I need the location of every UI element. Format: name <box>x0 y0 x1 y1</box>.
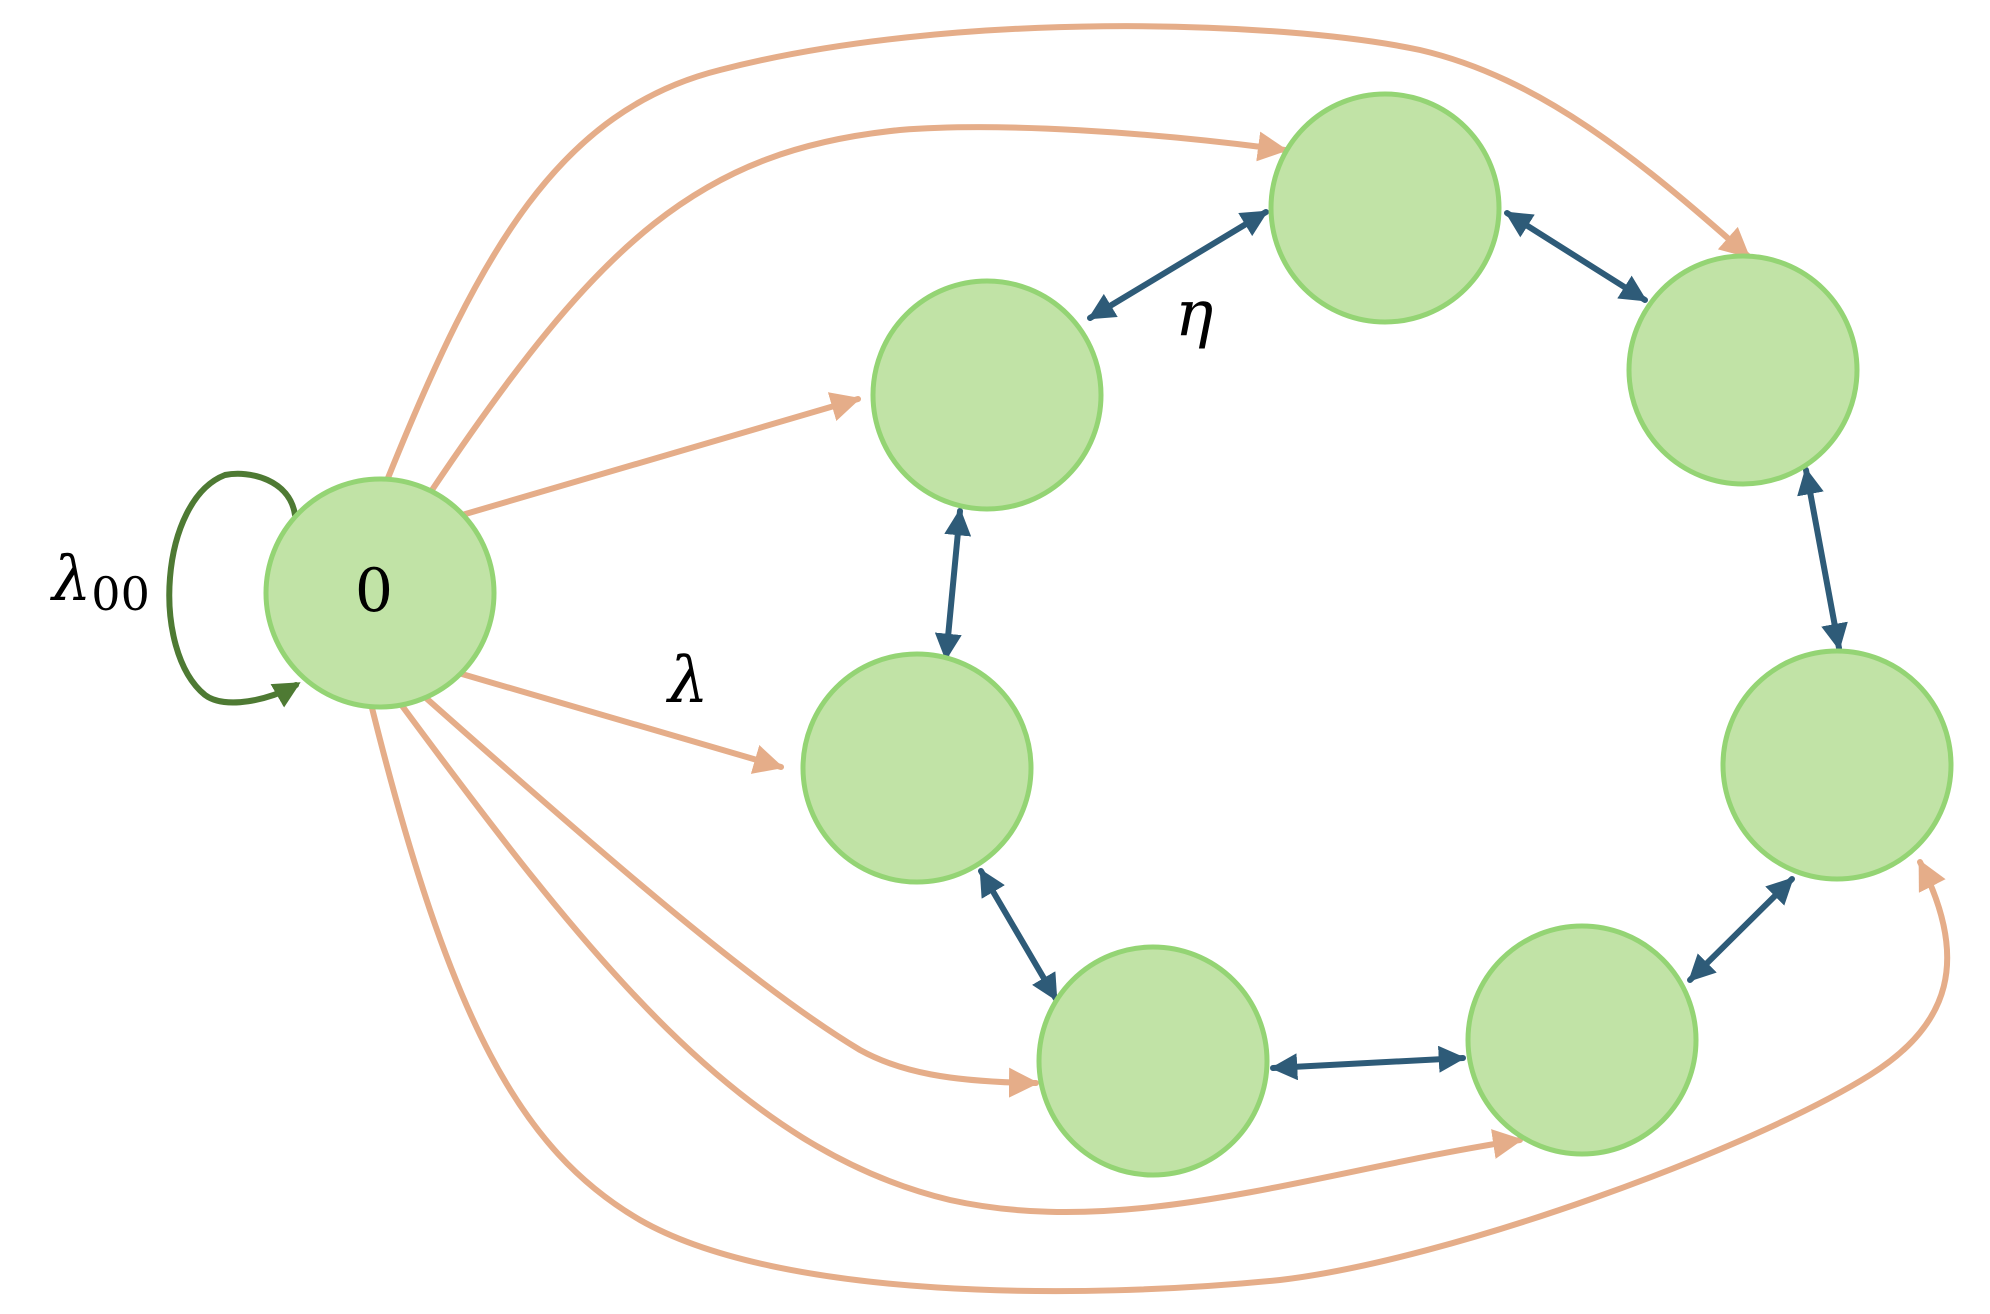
source-edge-to-n6 <box>423 695 1039 1098</box>
node-4 <box>1720 648 1954 882</box>
node-2 <box>1268 91 1502 325</box>
cycle-edge-n3-n4 <box>1797 467 1848 651</box>
node-0 <box>263 476 497 710</box>
self-loop-label: λ00 <box>49 542 150 621</box>
source-edge-to-n3 <box>385 23 1751 481</box>
source-edge-to-n2 <box>429 124 1288 493</box>
nodes <box>263 91 1954 1178</box>
cycle-edge-n6-n7 <box>978 868 1059 1002</box>
node-6 <box>1036 944 1270 1178</box>
node-7 <box>800 651 1034 885</box>
source-edges <box>369 23 1951 1295</box>
source-edge-to-n7 <box>459 671 784 774</box>
node-0-label: 0 <box>355 556 393 626</box>
cycle-edge-n7-n1 <box>934 508 972 661</box>
cycle-edge-n5-n6 <box>1270 1045 1466 1081</box>
source-edge-to-n5 <box>397 700 1523 1215</box>
self-loop-label-subscript: 00 <box>91 567 150 621</box>
cycle-edge-label: η <box>1175 277 1213 351</box>
self-loop-label-main: λ <box>49 542 91 615</box>
self-loop-edge <box>166 470 301 708</box>
source-edge-label: λ <box>665 644 709 718</box>
cycle-edges <box>934 209 1848 1081</box>
source-edge-to-n1 <box>459 392 861 518</box>
node-5 <box>1465 923 1699 1157</box>
cycle-edge-n1-n2 <box>1087 209 1269 321</box>
source-edge-to-n4 <box>369 705 1951 1295</box>
cycle-edge-n4-n5 <box>1687 876 1795 983</box>
cycle-edge-n2-n3 <box>1504 210 1648 303</box>
node-3 <box>1626 253 1860 487</box>
node-1 <box>870 278 1104 512</box>
